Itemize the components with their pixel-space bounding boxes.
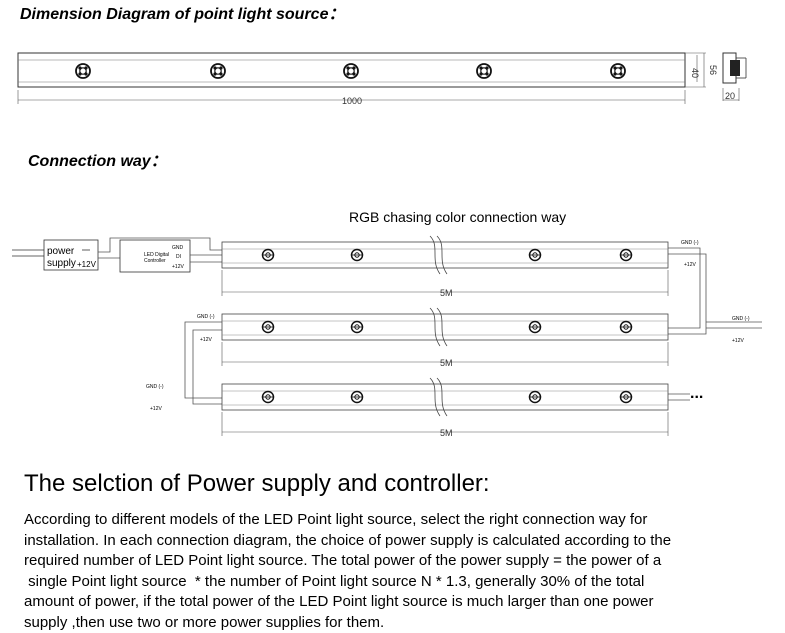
- led-icon: [263, 392, 274, 403]
- body-line: amount of power, if the total power of t…: [24, 592, 764, 613]
- power-supply: power supply +12V: [12, 240, 98, 270]
- controller-di-label: DI: [176, 254, 181, 260]
- diagram-title: RGB chasing color connection way: [349, 209, 566, 225]
- selection-title: The selction of Power supply and control…: [24, 470, 490, 498]
- segment-length-label: 5M: [440, 288, 453, 298]
- connection-title: Connection way：: [28, 153, 167, 170]
- body-line: single Point light source * the number o…: [24, 572, 764, 593]
- led-icon: [344, 64, 358, 78]
- led-icon: [352, 322, 363, 333]
- plus12v-small-label: +12V: [732, 338, 744, 344]
- led-icon: [621, 322, 632, 333]
- gnd-pm-label: GND (-): [681, 240, 699, 246]
- led-icon: [530, 322, 541, 333]
- segment-length-label: 5M: [440, 428, 453, 438]
- supply-label: supply: [47, 258, 76, 269]
- plus12v-small-label: +12V: [684, 262, 696, 268]
- led-icon: [530, 392, 541, 403]
- led-controller: LED Digital Controller GND DI +12V: [120, 240, 190, 272]
- body-line: installation. In each connection diagram…: [24, 531, 764, 552]
- strip-row-1: 5M GND (-) +12V: [222, 236, 699, 298]
- height-inner-label: 40: [690, 68, 700, 78]
- led-icon: [263, 250, 274, 261]
- led-icon: [530, 250, 541, 261]
- gnd-pm-label: GND (-): [732, 316, 750, 322]
- controller-12v-label: +12V: [172, 264, 184, 270]
- dimension-title: Dimension Diagram of point light source：: [20, 6, 344, 23]
- led-icon: [477, 64, 491, 78]
- led-icon: [211, 64, 225, 78]
- led-icon: [352, 392, 363, 403]
- plus12v-small-label: +12V: [200, 337, 212, 343]
- strip-row-3: 5M GND (-) +12V: [146, 378, 668, 438]
- led-icon: [621, 250, 632, 261]
- height-outer-label: 56: [708, 65, 718, 75]
- led-icon: [611, 64, 625, 78]
- controller-gnd-label: GND: [172, 245, 184, 251]
- selection-body: According to different models of the LED…: [24, 510, 764, 633]
- plus12v-small-label: +12V: [150, 406, 162, 412]
- length-label: 1000: [342, 96, 362, 106]
- body-line: According to different models of the LED…: [24, 510, 764, 531]
- led-icon: [263, 322, 274, 333]
- strip-row-2: 5M GND (-) +12V GND (-) +12V: [197, 308, 750, 368]
- led-icon: [352, 250, 363, 261]
- gnd-pm-label: GND (-): [197, 314, 215, 320]
- profile-drawing: 40 56 1000 20: [18, 53, 746, 106]
- segment-length-label: 5M: [440, 358, 453, 368]
- led-icon: [76, 64, 90, 78]
- controller-line2: Controller: [144, 258, 166, 264]
- led-icon: [621, 392, 632, 403]
- continuation-dots: ...: [690, 385, 703, 402]
- plus12v-label: +12V: [77, 260, 97, 269]
- width-label: 20: [725, 91, 735, 101]
- gnd-pm-label: GND (-): [146, 384, 164, 390]
- power-label: power: [47, 246, 75, 257]
- body-line: required number of LED Point light sourc…: [24, 551, 764, 572]
- diagram-canvas: Dimension Diagram of point light source：…: [0, 0, 785, 470]
